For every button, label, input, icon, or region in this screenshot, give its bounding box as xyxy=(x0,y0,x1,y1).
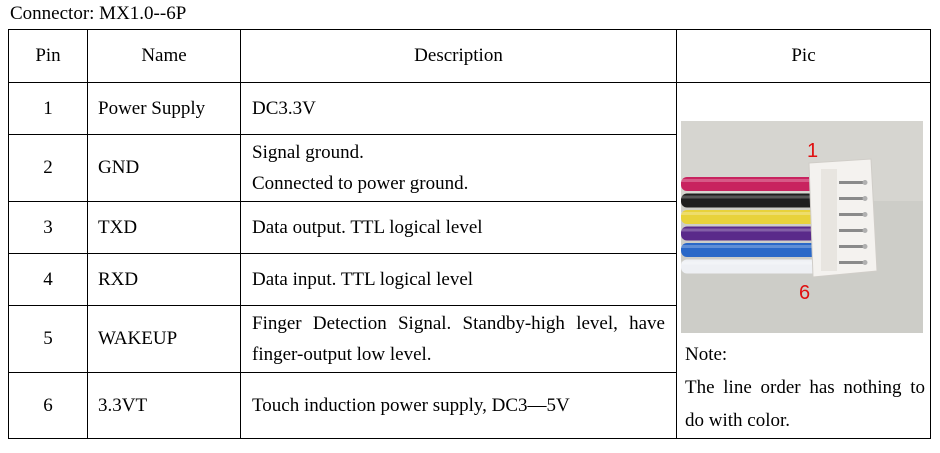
description-line: Connected to power ground. xyxy=(252,173,469,194)
connector-pin xyxy=(839,229,865,232)
description-cell: Touch induction power supply, DC3—5V xyxy=(240,372,677,439)
wire xyxy=(681,259,827,274)
header-name: Name xyxy=(87,29,241,83)
connector-pin xyxy=(839,197,865,200)
connector-title: Connector: MX1.0--6P xyxy=(10,3,187,24)
pin-cell: 1 xyxy=(8,82,88,135)
pin-cell: 4 xyxy=(8,253,88,306)
table-row: 3 TXD Data output. TTL logical level xyxy=(8,201,931,254)
pin-contact xyxy=(862,228,868,233)
description-cell: DC3.3V xyxy=(240,82,677,135)
connector-pin xyxy=(839,245,865,248)
note-box: Note: The line order has nothing to do w… xyxy=(685,338,925,437)
header-description: Description xyxy=(240,29,677,83)
wire xyxy=(681,226,827,241)
description-cell: Finger Detection Signal. Standby-high le… xyxy=(240,305,677,373)
description-line: Touch induction power supply, DC3—5V xyxy=(252,395,570,416)
connector-pins xyxy=(839,180,868,265)
wire xyxy=(681,210,827,224)
note-text: The line order has nothing to do with co… xyxy=(685,377,925,431)
connector-illustration: 1 6 xyxy=(681,121,923,333)
name-cell: WAKEUP xyxy=(87,305,241,373)
pin-table: Pin Name Description Pic 1 Power Supply … xyxy=(8,29,931,439)
pin-contact xyxy=(862,196,868,201)
name-cell: Power Supply xyxy=(87,82,241,135)
connector-pin xyxy=(839,181,865,184)
table-row: 5 WAKEUP Finger Detection Signal. Standb… xyxy=(8,305,931,373)
pin-contact xyxy=(862,212,868,217)
table-row: 2 GND Signal ground. Connected to power … xyxy=(8,134,931,202)
pin-cell: 5 xyxy=(8,305,88,373)
connector-pin xyxy=(839,213,865,216)
pic-cell: 1 6 Note: The line order has nothing to … xyxy=(676,82,931,439)
wire-highlight xyxy=(681,261,827,265)
pin-cell: 6 xyxy=(8,372,88,439)
table-row: 4 RXD Data input. TTL logical level xyxy=(8,253,931,306)
pin-1-label: 1 xyxy=(807,140,818,162)
table-header-row: Pin Name Description Pic xyxy=(8,29,931,83)
table-row: 6 3.3VT Touch induction power supply, DC… xyxy=(8,372,931,439)
description-line: Data output. TTL logical level xyxy=(252,217,483,238)
name-cell: RXD xyxy=(87,253,241,306)
pin-cell: 3 xyxy=(8,201,88,254)
wire xyxy=(681,243,827,257)
wire-bundle xyxy=(681,177,827,274)
pin-contact xyxy=(862,260,868,265)
pin-contact xyxy=(862,180,868,185)
description-line: DC3.3V xyxy=(252,98,316,119)
description-cell: Data output. TTL logical level xyxy=(240,201,677,254)
note-heading: Note: xyxy=(685,344,728,365)
table-row: 1 Power Supply DC3.3V 1 6 Note: The line… xyxy=(8,82,931,439)
description-line: Signal ground. xyxy=(252,142,364,163)
description-cell: Signal ground. Connected to power ground… xyxy=(240,134,677,202)
name-cell: GND xyxy=(87,134,241,202)
wire-highlight xyxy=(681,212,827,215)
wire-highlight xyxy=(681,195,827,199)
pin-6-label: 6 xyxy=(799,282,810,304)
description-line: Finger Detection Signal. Standby-high le… xyxy=(252,313,665,365)
wire xyxy=(681,193,827,208)
wire xyxy=(681,177,827,191)
description-cell: Data input. TTL logical level xyxy=(240,253,677,306)
wire-highlight xyxy=(681,179,827,182)
pin-contact xyxy=(862,244,868,249)
wire-highlight xyxy=(681,245,827,248)
description-line: Data input. TTL logical level xyxy=(252,269,474,290)
name-cell: TXD xyxy=(87,201,241,254)
pin-cell: 2 xyxy=(8,134,88,202)
connector-pin xyxy=(839,261,865,264)
wire-highlight xyxy=(681,228,827,232)
header-pin: Pin xyxy=(8,29,88,83)
name-cell: 3.3VT xyxy=(87,372,241,439)
connector-photo: 1 6 xyxy=(681,121,923,333)
header-pic: Pic xyxy=(676,29,931,83)
